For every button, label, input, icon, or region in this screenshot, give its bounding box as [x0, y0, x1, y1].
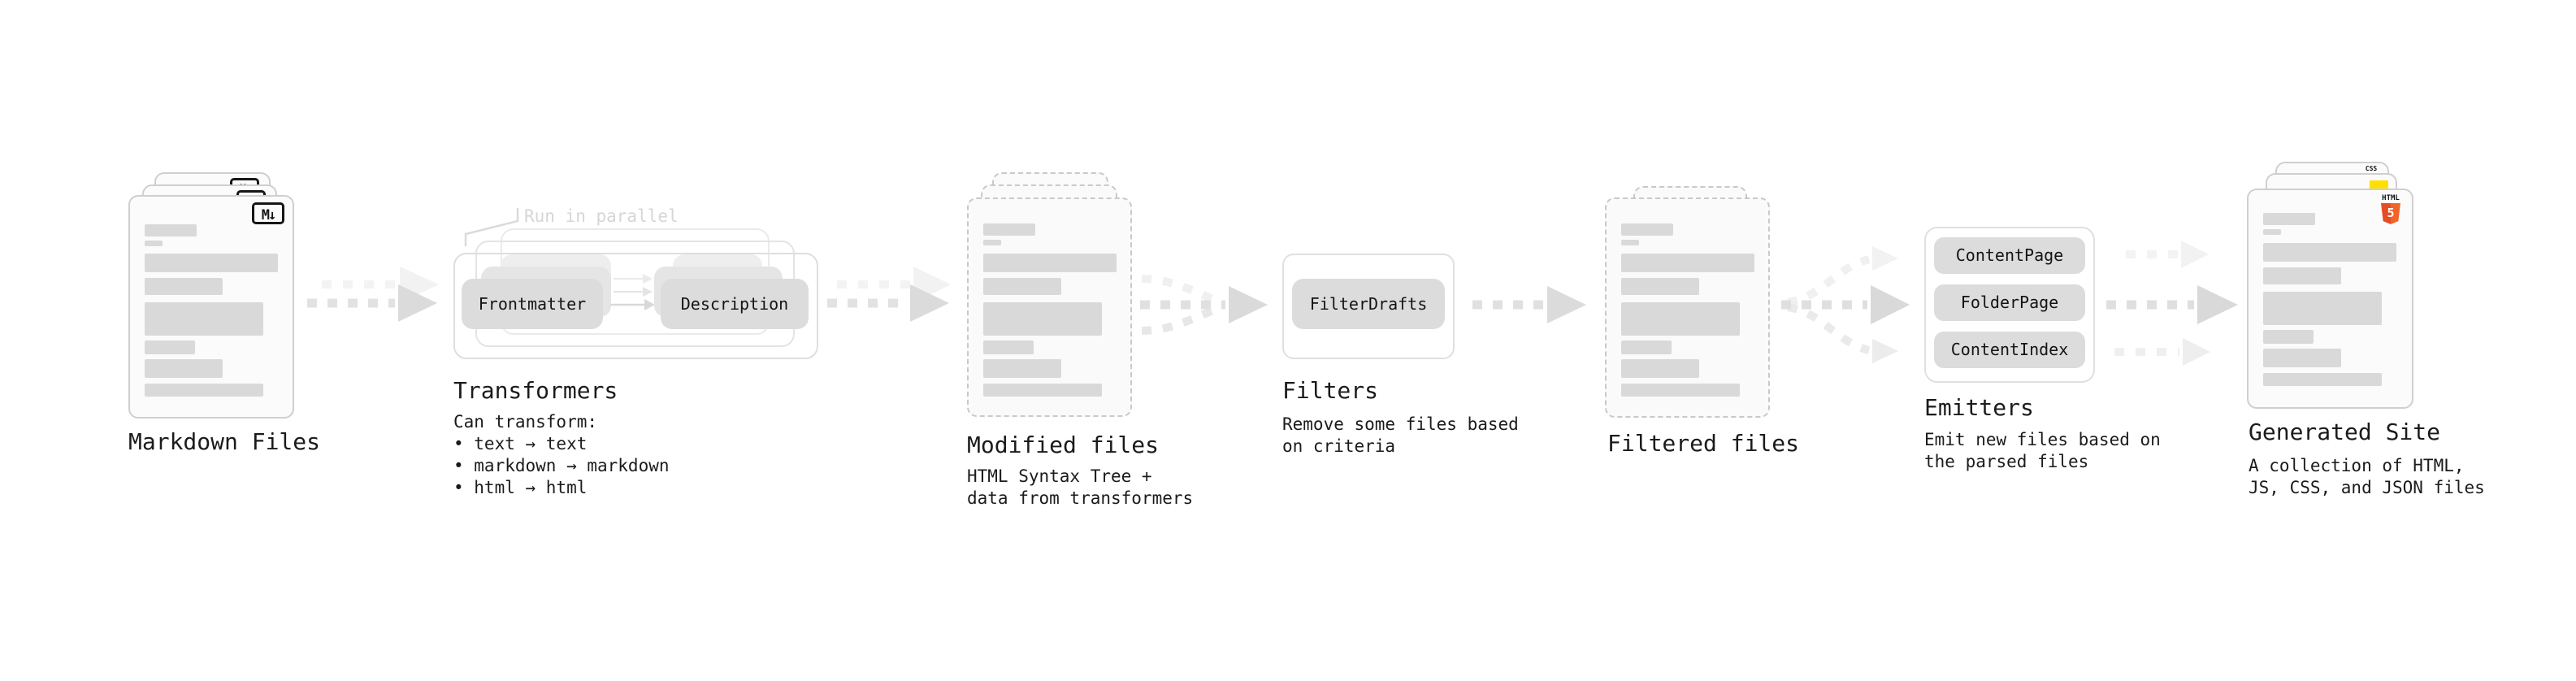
desc-line: JS, CSS, and JSON files — [2249, 478, 2485, 497]
description-pill: Description — [661, 279, 809, 329]
label-filtered-files: Filtered files — [1607, 430, 1800, 457]
content-bar — [145, 359, 223, 378]
content-bar — [983, 340, 1034, 354]
css-icon-text: CSS — [2365, 165, 2378, 172]
label-emitters: Emitters — [1924, 394, 2034, 421]
content-bar — [1621, 340, 1672, 354]
desc-line: • text → text — [453, 434, 588, 453]
content-bar — [2263, 349, 2341, 367]
transformer-box-front — [453, 253, 818, 359]
desc-line: Can transform: — [453, 412, 598, 432]
content-bar — [145, 340, 195, 354]
label-generated-site: Generated Site — [2249, 419, 2441, 445]
desc-line: A collection of HTML, — [2249, 456, 2465, 475]
content-bar — [1621, 359, 1699, 378]
content-bar — [2263, 373, 2382, 386]
content-bar — [983, 302, 1102, 336]
filters-description: Remove some files based on criteria — [1282, 414, 1519, 458]
content-bar — [2263, 229, 2281, 235]
content-bar — [1621, 254, 1754, 272]
contentpage-pill: ContentPage — [1934, 237, 2085, 274]
content-bar — [2263, 267, 2341, 284]
desc-line: Remove some files based — [1282, 414, 1519, 434]
desc-line: on criteria — [1282, 436, 1396, 456]
content-bar — [145, 224, 197, 236]
arrows-emitters-to-generated — [2106, 241, 2238, 366]
generated-site-description: A collection of HTML, JS, CSS, and JSON … — [2249, 455, 2485, 499]
content-bar — [145, 241, 163, 246]
frontmatter-pill: Frontmatter — [462, 279, 603, 329]
content-bar — [983, 359, 1061, 378]
arrow-markdown-to-transformers — [307, 267, 439, 322]
content-bar — [2263, 213, 2315, 225]
content-bar — [145, 278, 223, 295]
arrow-filtered-to-emitters — [1781, 246, 1910, 363]
generated-page-html: HTML 5 — [2247, 189, 2413, 409]
desc-line: HTML Syntax Tree + — [967, 466, 1152, 486]
content-bar — [2263, 330, 2314, 344]
desc-line: • markdown → markdown — [453, 456, 670, 475]
modified-page-front — [967, 197, 1132, 417]
folderpage-pill: FolderPage — [1934, 284, 2085, 321]
html5-icon-shield: 5 — [2381, 203, 2400, 224]
filtered-page-front — [1605, 197, 1770, 418]
label-transformers: Transformers — [453, 377, 618, 404]
content-bar — [1621, 302, 1740, 336]
content-bar — [145, 302, 263, 336]
arrow-modified-to-filters — [1140, 275, 1268, 335]
desc-line: the parsed files — [1924, 452, 2089, 471]
run-in-parallel-annotation: Run in parallel — [524, 206, 679, 226]
arrow-filters-to-filtered — [1472, 286, 1586, 323]
desc-line: • html → html — [453, 478, 588, 497]
modified-files-description: HTML Syntax Tree + data from transformer… — [967, 466, 1193, 510]
label-filters: Filters — [1282, 377, 1379, 404]
content-bar — [983, 223, 1035, 236]
label-modified-files: Modified files — [967, 432, 1160, 458]
javascript-icon — [2370, 180, 2388, 189]
content-bar — [145, 254, 278, 272]
arrow-transformers-to-modified — [827, 267, 951, 322]
html5-icon: HTML 5 — [2380, 195, 2401, 224]
content-bar — [145, 384, 263, 397]
content-bar — [983, 278, 1061, 295]
content-bar — [1621, 278, 1699, 295]
desc-line: Emit new files based on — [1924, 430, 2161, 449]
label-markdown-files: Markdown Files — [128, 428, 321, 455]
filterdrafts-pill: FilterDrafts — [1292, 279, 1445, 329]
content-bar — [983, 384, 1102, 397]
transformers-description: Can transform: • text → text • markdown … — [453, 411, 670, 499]
contentindex-pill: ContentIndex — [1934, 332, 2085, 368]
content-bar — [1621, 384, 1740, 397]
content-bar — [2263, 292, 2382, 325]
desc-line: data from transformers — [967, 488, 1194, 508]
markdown-page-front: M↓ — [128, 195, 294, 419]
content-bar — [1621, 240, 1639, 245]
markdown-icon: M↓ — [252, 202, 284, 224]
content-bar — [1621, 223, 1673, 236]
html5-icon-text: HTML — [2382, 194, 2400, 202]
content-bar — [983, 254, 1117, 272]
content-bar — [983, 240, 1001, 245]
content-bar — [2263, 243, 2396, 262]
emitters-description: Emit new files based on the parsed files — [1924, 429, 2161, 473]
